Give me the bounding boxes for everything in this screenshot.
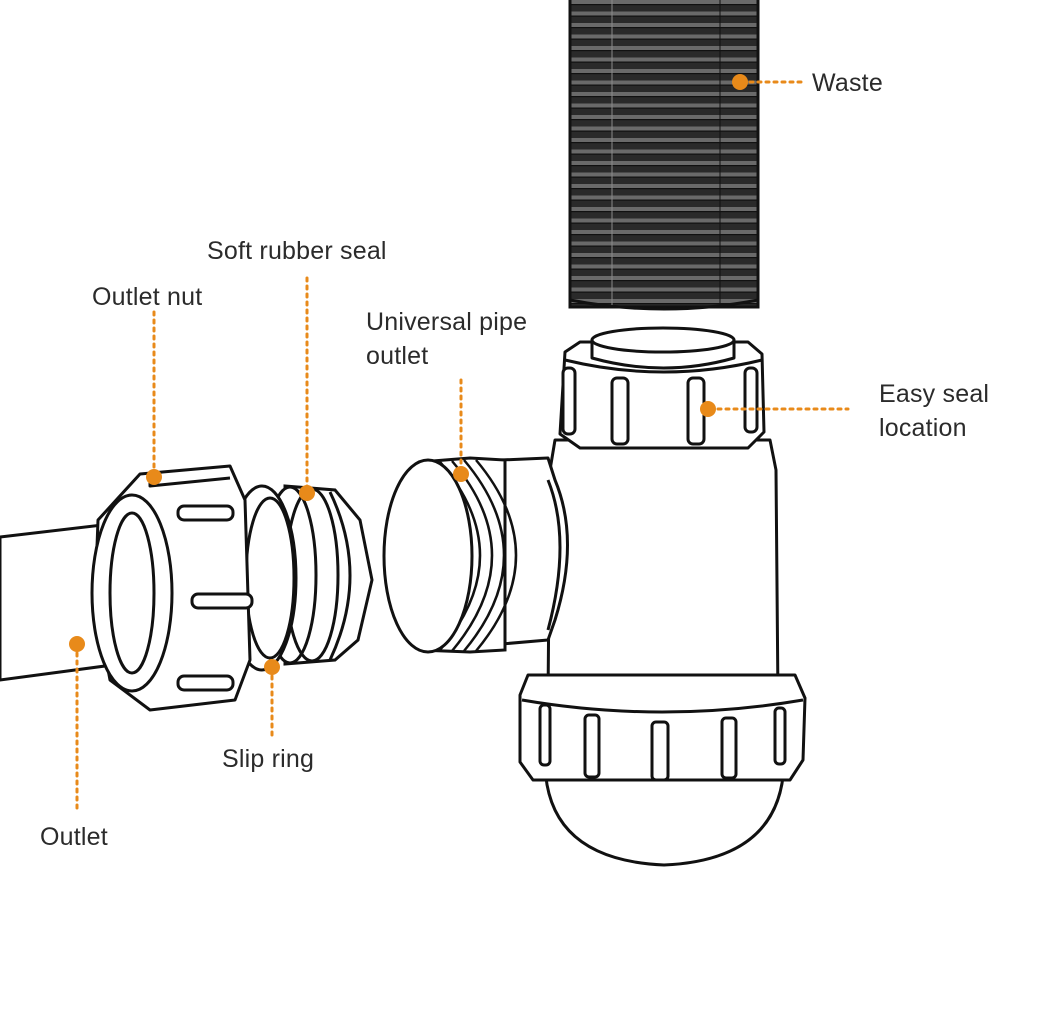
label-universal-pipe-outlet-line2: outlet (366, 342, 429, 370)
label-outlet-nut: Outlet nut (92, 283, 203, 311)
callout-dot-easy-seal-location (700, 401, 716, 417)
label-soft-rubber-seal: Soft rubber seal (207, 237, 387, 265)
label-slip-ring: Slip ring (222, 745, 315, 773)
callouts (75, 80, 850, 812)
waste-hose (568, 0, 760, 311)
universal-pipe-outlet (382, 456, 518, 654)
callout-dot-universal-pipe-outlet (453, 466, 469, 482)
callout-dot-outlet (69, 636, 85, 652)
label-easy-seal-location-line2: location (879, 414, 967, 442)
label-universal-pipe-outlet-line1: Universal pipe (366, 308, 528, 336)
outlet-nut (90, 464, 254, 712)
callout-dot-slip-ring (264, 659, 280, 675)
label-easy-seal-location-line1: Easy seal (879, 380, 990, 408)
label-waste: Waste (812, 69, 883, 97)
label-outlet: Outlet (40, 823, 108, 851)
callout-dot-outlet-nut (146, 469, 162, 485)
callout-dot-soft-rubber-seal (299, 485, 315, 501)
callout-dot-waste (732, 74, 748, 90)
callout-dots (69, 74, 748, 675)
